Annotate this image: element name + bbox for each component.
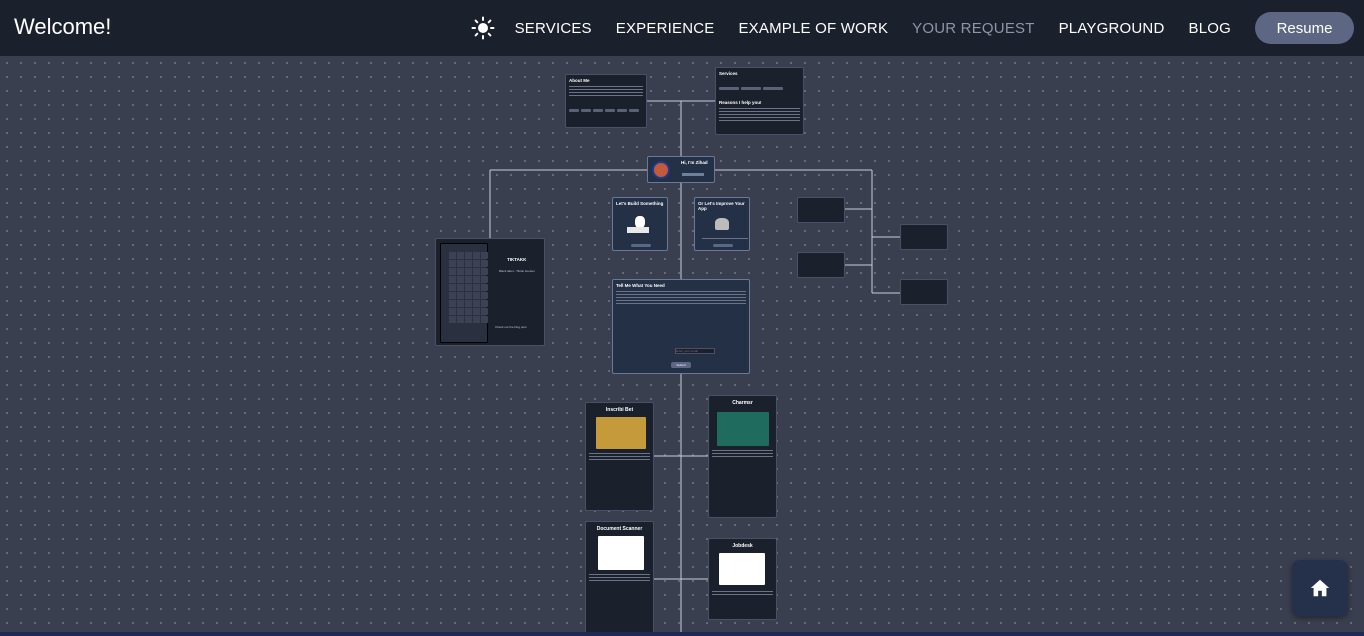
profile-card[interactable]: Hi, I'm Zihad: [647, 156, 715, 183]
charmsr-screenshot: [717, 412, 769, 446]
sun-icon[interactable]: [471, 16, 495, 40]
services-card[interactable]: Services Reasons I help you!: [715, 67, 804, 135]
nav-link-blog[interactable]: BLOG: [1188, 19, 1231, 37]
charmsr-title: Charmsr: [732, 400, 753, 406]
inscribi-title: Inscribi Bet: [605, 407, 634, 413]
request-form-card[interactable]: Tell Me What You Need Submit: [612, 279, 750, 374]
submit-button[interactable]: Submit: [671, 362, 691, 368]
project-card-jobdesk[interactable]: Jobdesk: [708, 538, 777, 620]
nav-link-playground[interactable]: PLAYGROUND: [1058, 19, 1165, 37]
profile-title: Hi, I'm Zihad: [681, 160, 708, 165]
jobdesk-screenshot: [719, 553, 765, 585]
contact-card-3[interactable]: [900, 224, 948, 250]
game-subtitle: Black label - Tiktok booster: [499, 269, 535, 273]
docscanner-screenshot: [598, 536, 644, 570]
nav-link-services[interactable]: SERVICES: [514, 19, 592, 37]
contact-card-1[interactable]: [797, 197, 845, 223]
game-phone-preview: [440, 243, 488, 343]
docscanner-title: Document Scanner: [596, 526, 643, 532]
nav-link-example-of-work[interactable]: EXAMPLE OF WORK: [738, 19, 889, 37]
game-card[interactable]: TIKTAKK Black label - Tiktok booster Che…: [435, 238, 545, 346]
apple-icon: [635, 216, 645, 228]
contact-card-4[interactable]: [900, 279, 948, 305]
build-card[interactable]: Let's Build Something: [612, 197, 668, 251]
resume-button[interactable]: Resume: [1255, 12, 1354, 44]
mind-map-canvas[interactable]: About Me Services Reasons I help you! Hi…: [0, 56, 1364, 636]
bottom-bar: [0, 632, 1364, 636]
nav-links: SERVICES EXPERIENCE EXAMPLE OF WORK YOUR…: [471, 12, 1354, 44]
windows-icon: [627, 227, 649, 233]
inscribi-screenshot: [596, 417, 646, 449]
build-title: Let's Build Something: [616, 201, 664, 206]
improve-title: Or Let's Improve Your App: [698, 201, 745, 211]
about-me-card[interactable]: About Me: [565, 74, 647, 128]
android-icon: [715, 218, 729, 230]
about-me-title: About Me: [569, 78, 590, 83]
game-footer: Check out the blog post: [495, 325, 527, 329]
email-field[interactable]: [675, 348, 715, 354]
nav-link-experience[interactable]: EXPERIENCE: [615, 19, 715, 37]
game-title: TIKTAKK: [507, 257, 527, 262]
request-title: Tell Me What You Need: [616, 283, 665, 288]
project-card-charmsr[interactable]: Charmsr: [708, 395, 777, 518]
nav-link-your-request[interactable]: YOUR REQUEST: [912, 19, 1035, 37]
project-card-inscribi[interactable]: Inscribi Bet: [585, 402, 654, 511]
avatar: [652, 161, 670, 179]
improve-card[interactable]: Or Let's Improve Your App: [694, 197, 750, 251]
project-card-document-scanner[interactable]: Document Scanner: [585, 521, 654, 636]
contact-card-2[interactable]: [797, 252, 845, 278]
connector-lines: [489, 100, 900, 636]
services-subtitle: Reasons I help you!: [719, 100, 762, 105]
brand-title[interactable]: Welcome!: [14, 14, 112, 39]
home-icon[interactable]: [1292, 560, 1348, 616]
services-title: Services: [719, 71, 738, 76]
top-navbar: Welcome! SERVICES EXPERIENCE EXAMPLE OF …: [0, 0, 1364, 56]
jobdesk-title: Jobdesk: [732, 543, 753, 549]
